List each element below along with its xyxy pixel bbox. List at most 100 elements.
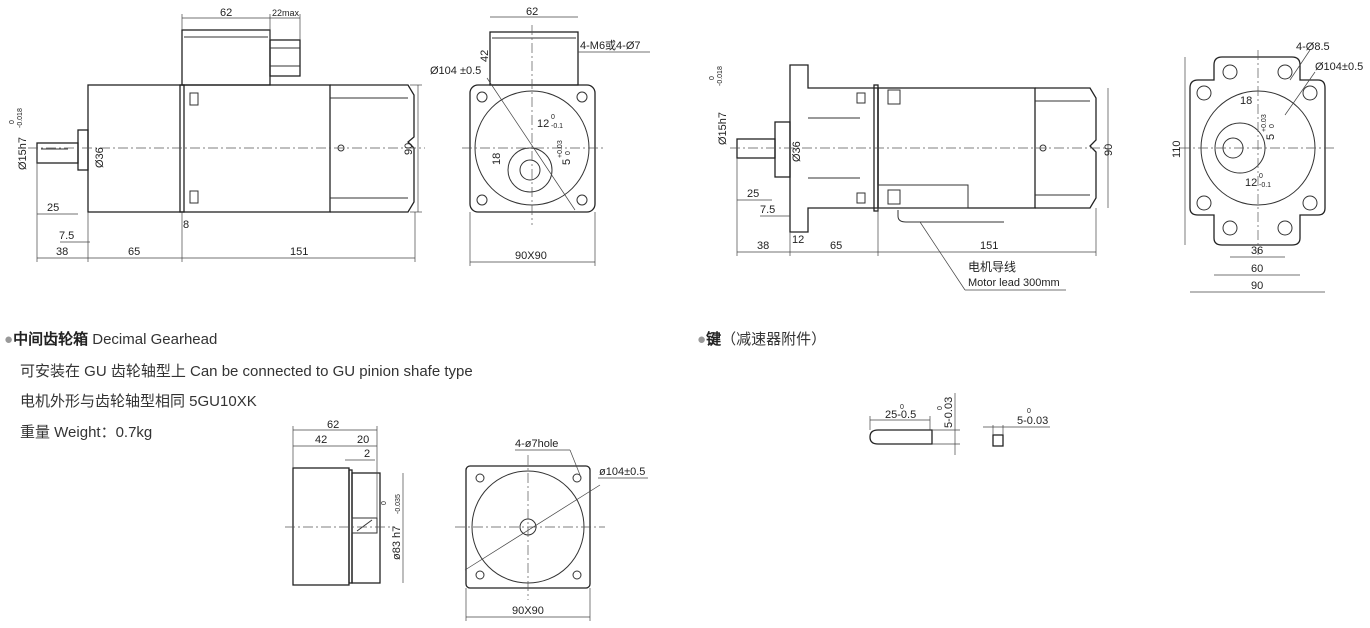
- dim-square: 90X90: [512, 605, 544, 617]
- terminal-box: [489, 31, 579, 86]
- dim-25: 25: [47, 202, 59, 214]
- output-shaft: [36, 142, 79, 164]
- dim-8: 8: [183, 219, 189, 231]
- dim-18: 18: [491, 153, 503, 165]
- gearhead-body: [292, 467, 350, 586]
- dim-circle: Ø104±0.5: [1315, 61, 1363, 73]
- dim-holes: 4-Ø8.5: [1296, 41, 1330, 53]
- key-title-cn: 键: [706, 331, 722, 348]
- bullet-icon: ●: [697, 331, 707, 348]
- dim-holes: 4-M6或4-Ø7: [580, 39, 641, 52]
- gearhead-line-2: 电机外形与齿轮轴型相同 5GU10XK: [20, 393, 257, 410]
- dim-circle: Ø104 ±0.5: [430, 65, 481, 77]
- bullet-icon: ●: [4, 331, 14, 348]
- dim-90: 90: [1103, 144, 1115, 156]
- dim-62: 62: [220, 7, 232, 19]
- dimension-label: +0.03: [557, 140, 564, 158]
- motor-lead-wire: [897, 210, 1004, 223]
- shaft-boss: [77, 129, 89, 171]
- gearhead-heading: ●中间齿轮箱 Decimal Gearhead: [4, 328, 217, 349]
- dim-42: 42: [479, 50, 491, 62]
- dimension-label: -0.018: [717, 66, 724, 86]
- tol-low: -0.018: [17, 108, 24, 128]
- dim-7-5: 7.5: [59, 230, 74, 242]
- dim-2: 2: [364, 448, 370, 460]
- dim-shaft-dia: Ø15h7: [717, 112, 729, 145]
- flange-plate: [1189, 56, 1326, 246]
- dim-151: 151: [980, 240, 998, 252]
- dim-18: 18: [1240, 95, 1252, 107]
- motor-a-front-view: 62 42 Ø104 ±0.5 4-M6或4-Ø7 12 0 -0.1 18 5…: [430, 6, 650, 266]
- cable-gland: [269, 39, 301, 77]
- dim-key-end-width: 5-0.03: [1017, 415, 1048, 427]
- output-shaft: [736, 138, 776, 159]
- dimension-label: 0: [937, 406, 944, 410]
- dim-90: 90: [403, 143, 415, 155]
- dim-62: 62: [526, 6, 538, 18]
- dim-circle: ø104±0.5: [599, 466, 645, 478]
- motor-a-side-view: 62 22max 90 Ø15h7 0 -0.018 Ø36 25 7.5 8 …: [9, 7, 425, 262]
- dim-62: 62: [327, 419, 339, 431]
- dimension-label: 0: [551, 114, 555, 121]
- dimension-label: 0: [1027, 408, 1031, 415]
- dim-holes: 4-ø7hole: [515, 438, 558, 450]
- key-drawing: 25-0.5 0 5-0.03 0 5-0.03 0: [869, 393, 1050, 455]
- dimension-label: 0: [709, 76, 716, 80]
- dimension-label: -0.1: [1259, 182, 1271, 189]
- dim-dia: ø83 h7: [391, 526, 403, 560]
- dim-7-5: 7.5: [760, 204, 775, 216]
- motor-b-side-view: 90 Ø15h7 0 -0.018 Ø36 25 7.5 12 38 65 15…: [709, 64, 1115, 291]
- dim-square: 90X90: [515, 250, 547, 262]
- dim-22max: 22max: [272, 8, 300, 18]
- dim-12: 12: [792, 234, 804, 246]
- key-heading: ●键（减速器附件）: [697, 328, 826, 349]
- key-side: [869, 429, 933, 445]
- end-cap: [330, 84, 415, 213]
- shaft-boss: [774, 121, 791, 178]
- dimension-label: 0: [381, 501, 388, 505]
- motor-body: [87, 84, 331, 213]
- gearhead-title-en: Decimal Gearhead: [92, 331, 218, 348]
- dim-12: 12: [537, 118, 549, 130]
- tol-up: 0: [9, 120, 16, 124]
- gearhead-pilot: [351, 472, 381, 584]
- dim-5: 5: [561, 159, 573, 165]
- dimension-label: 0: [565, 151, 572, 155]
- gearhead-title-cn: 中间齿轮箱: [13, 331, 89, 348]
- dim-42: 42: [315, 434, 327, 446]
- motor-b-front-view: 4-Ø8.5 Ø104±0.5 18 5 +0.03 0 110 12 0 -0…: [1171, 41, 1363, 293]
- dim-65: 65: [830, 240, 842, 252]
- motor-lead-label-en: Motor lead 300mm: [968, 277, 1060, 289]
- dim-shaft-dia: Ø15h7: [17, 137, 29, 170]
- dim-110: 110: [1171, 140, 1183, 158]
- end-cap: [1035, 87, 1097, 209]
- gearhead-side-view: 62 42 20 2 ø83 h7 0 -0.035: [285, 419, 404, 586]
- dimension-label: -0.035: [395, 494, 402, 514]
- gearhead-line-1: 可安装在 GU 齿轮轴型上 Can be connected to GU pin…: [20, 363, 473, 380]
- mount-square: [469, 84, 596, 213]
- dimension-label: -0.1: [551, 123, 563, 130]
- dim-38: 38: [757, 240, 769, 252]
- gearhead-weight: 重量 Weight：0.7kg: [20, 424, 153, 441]
- dim-65: 65: [128, 246, 140, 258]
- dim-38: 38: [56, 246, 68, 258]
- dimension-label: 0: [900, 404, 904, 411]
- dim-boss: Ø36: [791, 141, 803, 162]
- dim-60: 60: [1251, 263, 1263, 275]
- motor-lead-label-cn: 电机导线: [968, 260, 1016, 274]
- gearhead-front-view: 4-ø7hole ø104±0.5 90X90: [455, 438, 648, 621]
- dim-25: 25: [747, 188, 759, 200]
- dim-151: 151: [290, 246, 308, 258]
- dim-20: 20: [357, 434, 369, 446]
- terminal-box: [181, 29, 271, 86]
- flange-plate: [179, 84, 185, 213]
- dim-boss: Ø36: [94, 147, 106, 168]
- key-end: [992, 434, 1004, 447]
- dim-key-width: 5-0.03: [943, 397, 955, 428]
- dimension-label: 0: [1269, 124, 1276, 128]
- dimension-label: +0.03: [1261, 114, 1268, 132]
- dim-12: 12: [1245, 177, 1257, 189]
- dim-36: 36: [1251, 245, 1263, 257]
- flange: [789, 64, 879, 233]
